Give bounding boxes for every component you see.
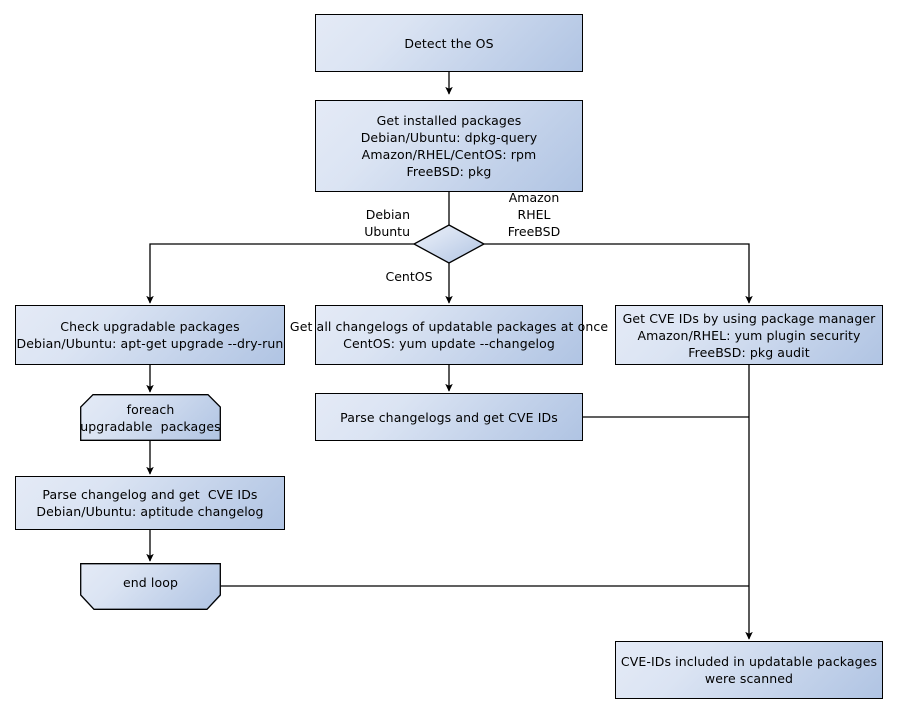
edge-label-amazon-rhel-freebsd: Amazon RHEL FreeBSD (507, 190, 561, 239)
node-end-loop-label: end loop (122, 575, 179, 590)
node-parse-changelog-left-label: Parse changelog and get CVE IDs Debian/U… (36, 487, 264, 519)
edge-decision-amazon (484, 243, 753, 304)
node-end-loop: end loop (80, 563, 221, 610)
node-foreach-loop-start: foreach upgradable packages (80, 394, 221, 441)
edge-label-centos: CentOS (385, 269, 433, 284)
node-parse-changelogs-center-label: Parse changelogs and get CVE IDs (340, 409, 558, 425)
node-parse-changelog-left: Parse changelog and get CVE IDs Debian/U… (15, 476, 285, 530)
os-decision-diamond (412, 224, 486, 264)
node-get-all-changelogs-label: Get all changelogs of updatable packages… (289, 319, 609, 351)
node-get-cve-ids-package-manager-label: Get CVE IDs by using package manager Ama… (622, 310, 876, 360)
node-get-installed-packages-label: Get installed packages Debian/Ubuntu: dp… (360, 113, 538, 179)
node-scanned-result-label: CVE-IDs included in updatable packages w… (620, 654, 878, 686)
node-detect-os: Detect the OS (315, 14, 583, 72)
node-detect-os-label: Detect the OS (404, 35, 494, 51)
node-get-all-changelogs: Get all changelogs of updatable packages… (290, 305, 608, 365)
node-check-upgradable-packages: Check upgradable packages Debian/Ubuntu:… (15, 305, 285, 365)
node-get-installed-packages: Get installed packages Debian/Ubuntu: dp… (315, 100, 583, 192)
foreach-loop-start-outline (80, 394, 221, 441)
node-get-cve-ids-package-manager: Get CVE IDs by using package manager Ama… (615, 305, 883, 365)
edge-label-debian-ubuntu: Debian Ubuntu (364, 207, 410, 239)
node-scanned-result: CVE-IDs included in updatable packages w… (615, 641, 883, 699)
node-check-upgradable-packages-label: Check upgradable packages Debian/Ubuntu:… (16, 319, 284, 351)
node-parse-changelogs-center: Parse changelogs and get CVE IDs (315, 393, 583, 441)
edge-decision-debian (146, 243, 414, 304)
end-loop-outline (80, 563, 221, 610)
node-foreach-loop-start-label: foreach upgradable packages (80, 401, 221, 434)
